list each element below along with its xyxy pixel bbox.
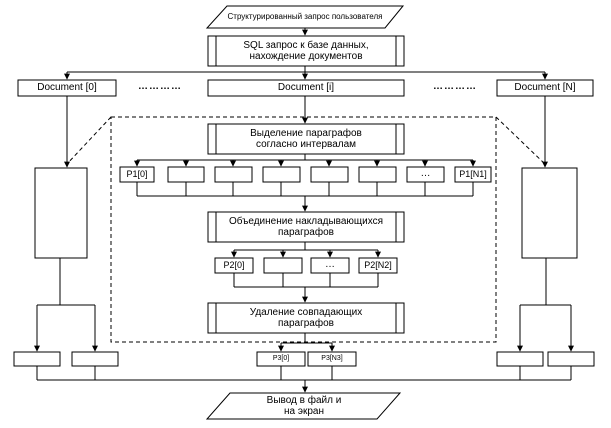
p3-box-0 bbox=[256, 351, 306, 367]
document-i-box bbox=[207, 79, 405, 97]
right-small-box-0 bbox=[496, 351, 544, 367]
input-shape bbox=[205, 5, 405, 29]
p2-box-0 bbox=[214, 257, 254, 274]
document-0-box bbox=[17, 79, 117, 97]
right-process-box bbox=[521, 167, 578, 259]
left-small-box-0 bbox=[13, 351, 61, 367]
p1-box-3 bbox=[262, 166, 301, 183]
p2-box-3 bbox=[358, 257, 398, 274]
p1-box-4 bbox=[310, 166, 349, 183]
p1-box-7 bbox=[454, 166, 492, 183]
p1-box-5 bbox=[358, 166, 397, 183]
p1-box-6 bbox=[406, 166, 445, 183]
paragraphs-box bbox=[207, 123, 405, 155]
p1-box-1 bbox=[167, 166, 205, 183]
p1-box-0 bbox=[119, 166, 155, 183]
output-shape bbox=[205, 392, 402, 420]
sql-box bbox=[207, 35, 405, 67]
p2-box-2 bbox=[310, 257, 350, 274]
p2-box-1 bbox=[263, 257, 303, 274]
dedupe-box bbox=[207, 302, 405, 334]
detail-frame bbox=[110, 116, 497, 343]
left-process-box bbox=[34, 167, 88, 259]
merge-box bbox=[207, 211, 405, 243]
p3-box-1 bbox=[307, 351, 357, 367]
document-n-box bbox=[496, 79, 594, 97]
left-small-box-1 bbox=[71, 351, 119, 367]
right-small-box-1 bbox=[547, 351, 595, 367]
p1-box-2 bbox=[214, 166, 253, 183]
